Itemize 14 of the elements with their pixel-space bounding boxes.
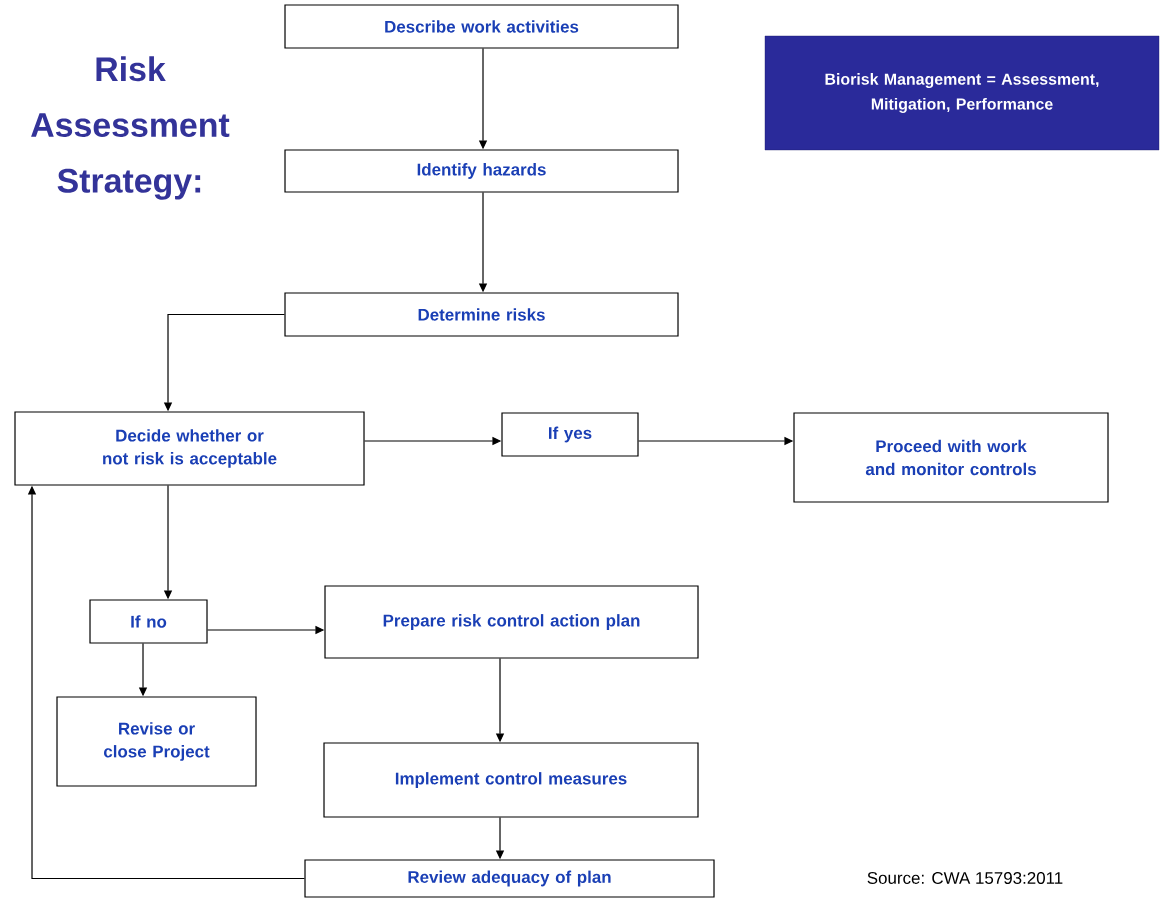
process-box: Revise or close Project	[56, 696, 257, 787]
process-box: Describe work activities	[284, 4, 679, 49]
process-box: Review adequacy of plan	[304, 859, 715, 898]
process-box: If yes	[501, 412, 639, 457]
process-box: Identify hazards	[284, 149, 679, 193]
process-box: Determine risks	[284, 292, 679, 337]
process-box: Implement control measures	[323, 742, 699, 818]
info-panel: Biorisk Management = Assessment, Mitigation, Performance	[764, 35, 1160, 151]
process-box: Prepare risk control action plan	[324, 585, 699, 659]
title: Risk Assessment Strategy:	[31, 56, 230, 200]
process-box: Decide whether or not risk is acceptable	[14, 411, 365, 486]
source-note: Source: CWA 15793:2011	[867, 872, 1063, 884]
process-box: If no	[89, 599, 208, 644]
process-box: Proceed with work and monitor controls	[793, 412, 1109, 503]
